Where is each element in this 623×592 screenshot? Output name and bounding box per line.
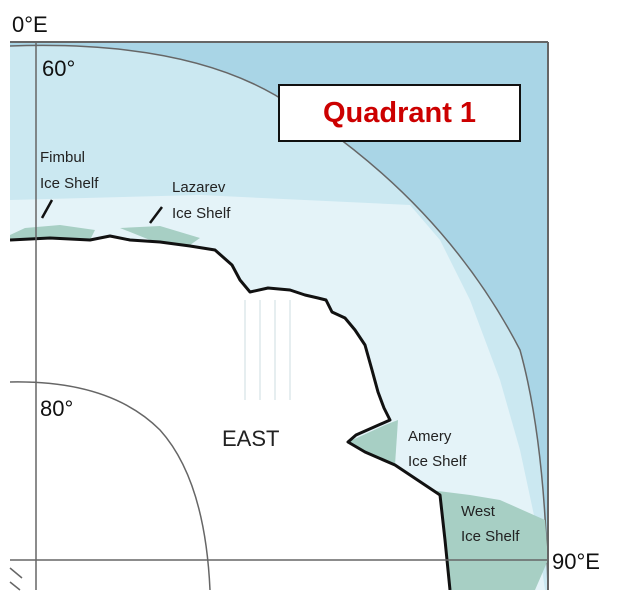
longitude-90-label: 90°E — [552, 549, 600, 574]
amery-label-line1: Amery — [408, 428, 452, 445]
corner-mark — [9, 567, 23, 591]
quadrant-label-box: Quadrant 1 — [278, 84, 521, 142]
land-mass — [10, 236, 450, 590]
lazarev-label-line1: Lazarev — [172, 179, 226, 196]
longitude-0-label: 0°E — [12, 12, 48, 37]
quadrant-label: Quadrant 1 — [322, 96, 477, 129]
lazarev-label-line2: Ice Shelf — [172, 205, 231, 222]
west-ice-shelf — [430, 490, 548, 590]
fimbul-label-line2: Ice Shelf — [40, 175, 99, 192]
latitude-60-circle — [10, 44, 548, 590]
coastline — [10, 234, 452, 590]
amery-ice-shelf — [348, 420, 398, 465]
fimbul-label-line1: Fimbul — [40, 149, 85, 166]
interior-streaks — [244, 300, 291, 400]
region-label: EAST — [222, 426, 279, 451]
latitude-80-circle — [10, 381, 211, 590]
fimbul-leader — [40, 199, 54, 219]
west-label-line1: West — [461, 503, 496, 520]
latitude-80-label: 80° — [40, 396, 73, 421]
lazarev-leader — [149, 206, 163, 224]
west-label-line2: Ice Shelf — [461, 528, 520, 545]
latitude-60-label: 60° — [42, 56, 75, 81]
amery-label-line2: Ice Shelf — [408, 453, 467, 470]
lazarev-ice-shelf — [120, 226, 200, 245]
